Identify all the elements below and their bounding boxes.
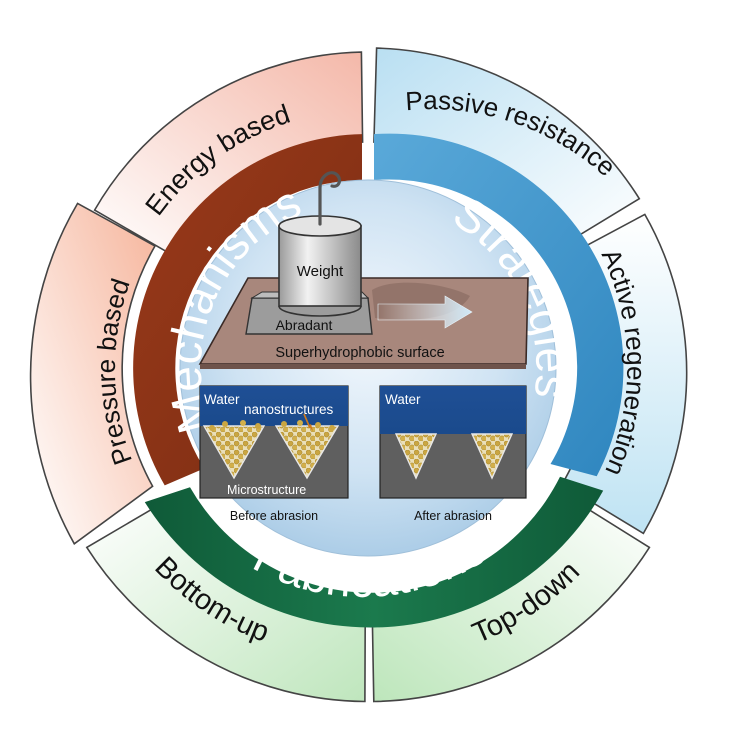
before-abrasion-panel: Water nanostructures Microstructure <box>199 385 349 499</box>
water-layer-left <box>200 386 348 426</box>
label-after-abrasion: After abrasion <box>414 509 492 523</box>
segment-pressure-based <box>29 202 157 545</box>
outer-ring <box>29 47 688 703</box>
label-water-right: Water <box>385 392 421 407</box>
label-before-abrasion: Before abrasion <box>230 509 318 523</box>
label-weight: Weight <box>297 263 344 280</box>
label-water-left: Water <box>204 392 240 407</box>
fabrications-band <box>144 476 604 628</box>
cone-left-1 <box>202 425 266 480</box>
label-nanostructures: nanostructures <box>244 402 334 417</box>
label-microstructure: Microstructure <box>227 483 306 497</box>
label-abradant: Abradant <box>276 317 333 333</box>
plate-edge <box>200 364 526 369</box>
mechanisms-band <box>133 134 362 486</box>
motion-arrow-icon <box>377 295 473 329</box>
water-layer-right <box>380 386 526 434</box>
weight-hook-icon <box>318 171 342 226</box>
after-abrasion-panel: Water <box>379 385 527 499</box>
inner-ring <box>133 133 624 628</box>
weight-cylinder <box>278 225 362 307</box>
label-surface: Superhydrophobic surface <box>275 345 444 361</box>
cone-left-2 <box>274 425 340 480</box>
cone-right-1 <box>394 433 438 480</box>
abrasion-illustration: Weight Abradant Superhydrophobic surface… <box>198 171 529 523</box>
cone-right-2 <box>470 433 514 480</box>
strategies-band <box>374 133 624 477</box>
